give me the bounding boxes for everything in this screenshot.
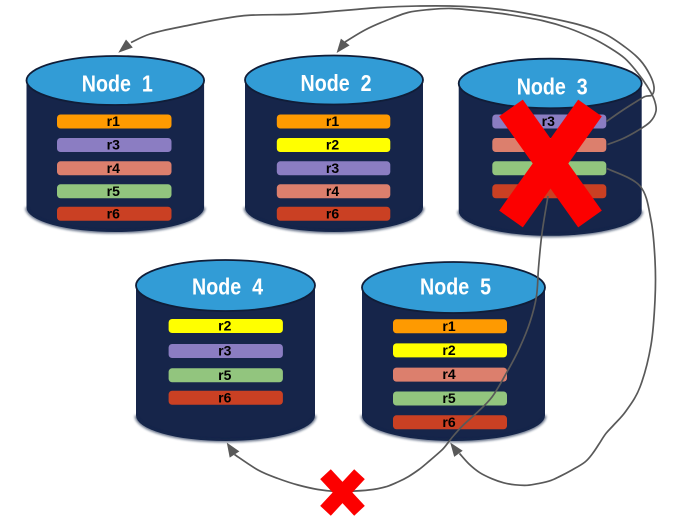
svg-text:r2: r2	[326, 137, 339, 153]
svg-text:Node 4: Node 4	[192, 274, 263, 300]
svg-text:r4: r4	[107, 160, 120, 176]
svg-text:r3: r3	[107, 137, 120, 153]
svg-text:Node 1: Node 1	[82, 71, 153, 97]
svg-text:Node 3: Node 3	[517, 74, 588, 100]
svg-text:r1: r1	[442, 318, 455, 334]
svg-text:r4: r4	[442, 366, 455, 382]
svg-text:r6: r6	[218, 389, 231, 405]
svg-text:r3: r3	[326, 160, 339, 176]
svg-text:Node 5: Node 5	[420, 274, 491, 300]
svg-text:r6: r6	[107, 205, 120, 221]
svg-text:r2: r2	[218, 318, 231, 334]
svg-text:r5: r5	[442, 390, 455, 406]
svg-text:r5: r5	[218, 367, 231, 383]
svg-text:r2: r2	[442, 342, 455, 358]
svg-text:r3: r3	[218, 343, 231, 359]
svg-text:r5: r5	[107, 183, 120, 199]
svg-text:Node 2: Node 2	[301, 70, 372, 96]
svg-text:r1: r1	[107, 113, 120, 129]
svg-text:r6: r6	[326, 205, 339, 221]
svg-text:r4: r4	[326, 183, 339, 199]
svg-text:r3: r3	[542, 113, 555, 129]
svg-text:r1: r1	[326, 113, 339, 129]
svg-text:r6: r6	[442, 414, 455, 430]
